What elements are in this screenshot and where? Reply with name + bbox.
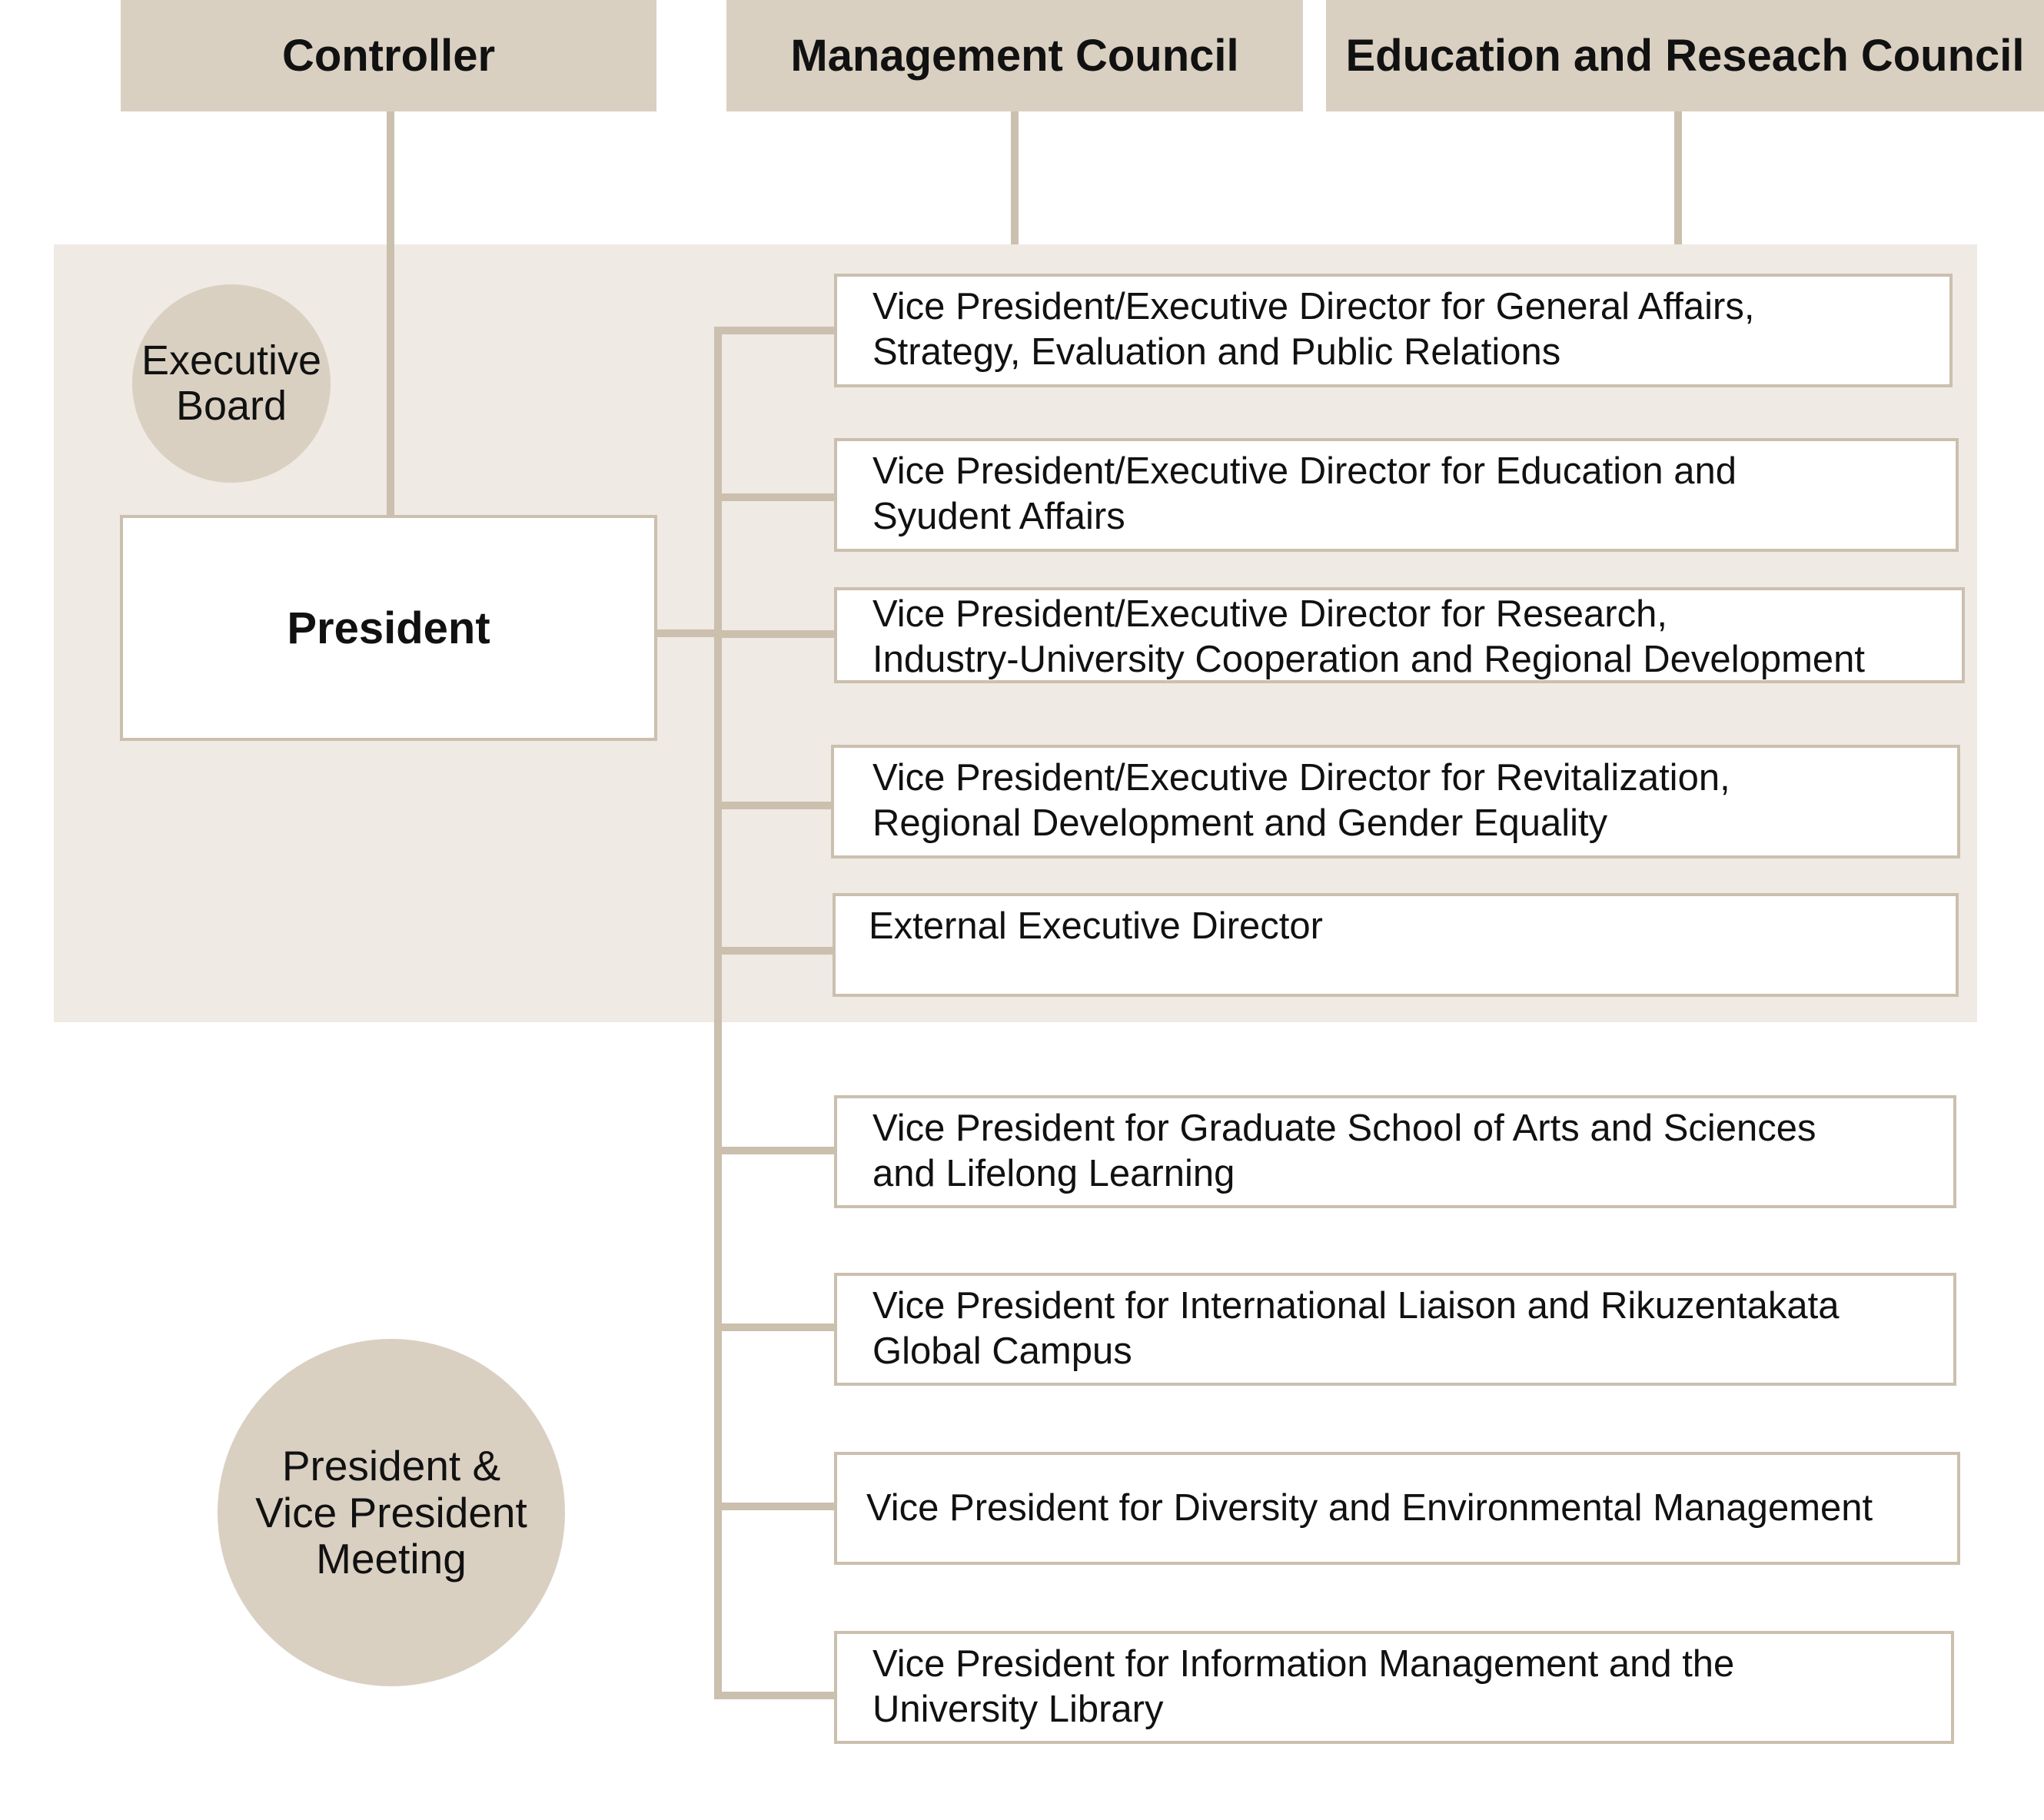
- branch-line: [714, 1147, 836, 1154]
- role-text-line: External Executive Director: [869, 905, 1323, 947]
- branch-line: [714, 1503, 836, 1510]
- branch-line: [714, 1692, 836, 1699]
- vertical-trunk-line: [714, 327, 722, 1699]
- role-text-line: Vice President for International Liaison…: [872, 1285, 1840, 1327]
- role-text-line: Vice President for Graduate School of Ar…: [872, 1108, 1816, 1149]
- executive-board-circle: Executive Board: [132, 284, 331, 483]
- vice-president-box: Vice President for Diversity and Environ…: [834, 1452, 1960, 1565]
- education-research-council-label: Education and Reseach Council: [1345, 31, 2025, 81]
- controller-label: Controller: [281, 31, 496, 81]
- meeting-label-line1: President &: [281, 1442, 501, 1490]
- role-text-line: Vice President for Diversity and Environ…: [866, 1487, 1873, 1529]
- management-council-box: Management Council: [726, 0, 1303, 111]
- role-text-line: University Library: [872, 1689, 1164, 1730]
- president-label: President: [287, 603, 490, 653]
- role-text-line: Vice President/Executive Director for Ge…: [872, 286, 1755, 327]
- executive-board-label-line2: Board: [175, 383, 287, 429]
- executive-role-box-external-director: External Executive Director: [833, 893, 1959, 997]
- role-text-line: Vice President/Executive Director for Ed…: [872, 450, 1737, 492]
- meeting-label-line3: Meeting: [316, 1535, 467, 1583]
- role-text-line: Global Campus: [872, 1330, 1132, 1372]
- executive-role-box: Vice President/Executive Director for Ed…: [834, 438, 1959, 552]
- role-text-line: Strategy, Evaluation and Public Relation…: [872, 331, 1561, 373]
- president-box: President: [120, 515, 657, 741]
- branch-line: [714, 947, 836, 955]
- vice-president-box: Vice President for Graduate School of Ar…: [834, 1095, 1956, 1208]
- executive-board-label-line1: Executive: [141, 337, 322, 384]
- role-text-line: Industry-University Cooperation and Regi…: [872, 639, 1866, 680]
- vice-president-box: Vice President for International Liaison…: [834, 1273, 1956, 1386]
- meeting-label-line2: Vice President: [255, 1488, 527, 1536]
- controller-box: Controller: [121, 0, 656, 111]
- branch-line: [714, 1323, 836, 1331]
- branch-line: [714, 802, 836, 809]
- executive-role-box: Vice President/Executive Director for Re…: [834, 587, 1965, 683]
- president-vp-meeting-circle: President & Vice President Meeting: [218, 1339, 565, 1686]
- executive-role-box: Vice President/Executive Director for Re…: [831, 745, 1960, 859]
- role-text-line: Syudent Affairs: [872, 496, 1125, 537]
- president-trunk-connector: [656, 629, 719, 637]
- management-council-connector: [1011, 111, 1019, 244]
- management-council-label: Management Council: [790, 31, 1239, 81]
- controller-connector: [387, 111, 394, 515]
- education-council-connector: [1674, 111, 1682, 244]
- role-text-line: Vice President/Executive Director for Re…: [872, 593, 1667, 635]
- branch-line: [714, 630, 836, 638]
- vice-president-box: Vice President for Information Managemen…: [834, 1631, 1954, 1744]
- role-text-line: Regional Development and Gender Equality: [872, 802, 1608, 844]
- executive-role-box: Vice President/Executive Director for Ge…: [834, 274, 1953, 387]
- education-research-council-box: Education and Reseach Council: [1326, 0, 2044, 111]
- role-text-line: Vice President for Information Managemen…: [872, 1643, 1735, 1685]
- role-text-line: and Lifelong Learning: [872, 1153, 1235, 1194]
- role-text-line: Vice President/Executive Director for Re…: [872, 757, 1730, 799]
- branch-line: [714, 493, 836, 501]
- branch-line: [714, 327, 836, 334]
